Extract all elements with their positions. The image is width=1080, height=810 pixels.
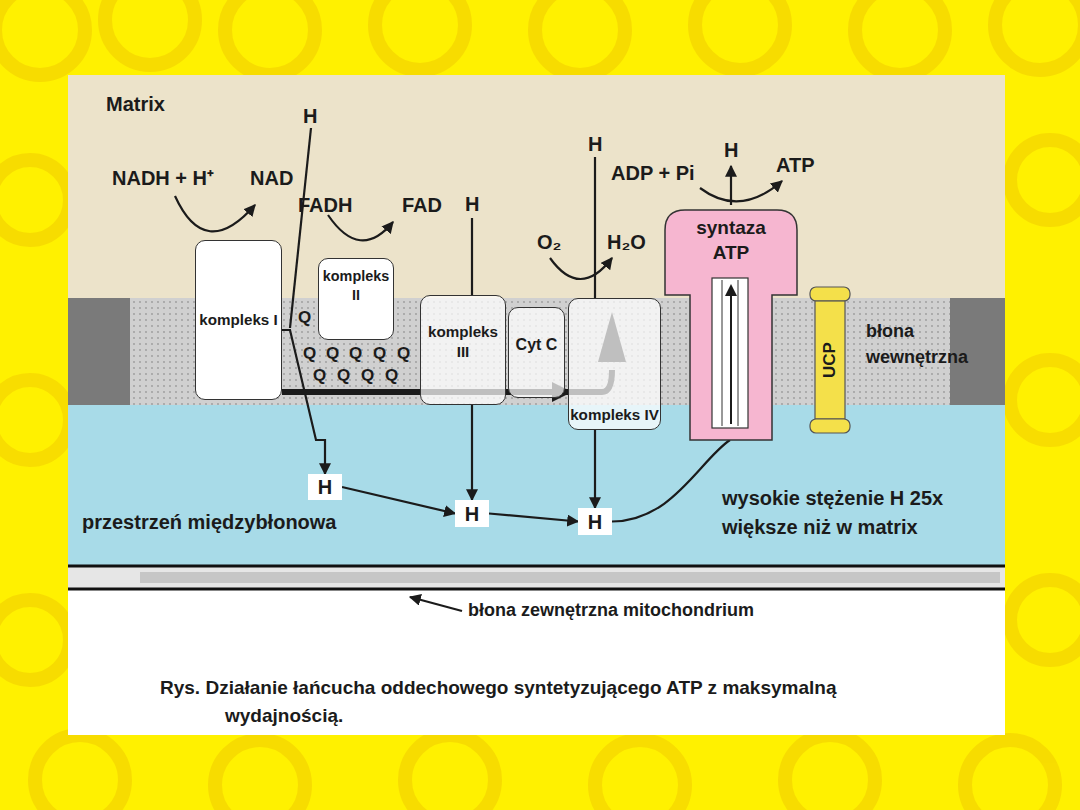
region-label: FADH xyxy=(298,193,352,217)
region-label: Matrix xyxy=(106,92,165,116)
proton-label: H xyxy=(588,509,602,535)
figure-caption: Rys. Działanie łańcucha oddechowego synt… xyxy=(160,674,960,729)
region-label: FAD xyxy=(402,193,442,217)
proton-flow-arrow xyxy=(594,430,596,508)
panel xyxy=(68,75,1005,735)
ucp-channel: UCP xyxy=(808,285,852,435)
node-label: kompleks II xyxy=(319,267,393,304)
region-label: H xyxy=(724,138,738,162)
proton-flow-arrow xyxy=(471,405,473,500)
proton-paths xyxy=(290,128,731,611)
quinone-label: Q xyxy=(349,344,362,364)
proton-flow-arrow xyxy=(342,487,455,514)
quinone-label: Q xyxy=(313,366,326,386)
cytochrome-box: Cyt C xyxy=(508,307,565,398)
quinone-label: Q xyxy=(373,344,386,364)
region-label: przestrzeń międzybłonowa xyxy=(82,510,337,534)
proton-box: H xyxy=(455,500,489,527)
region-label: H₂O xyxy=(607,230,646,254)
membrane-end xyxy=(68,298,130,405)
region-label: ADP + Pi xyxy=(611,161,695,185)
quinone-label: Q xyxy=(361,366,374,386)
node-label: UCP xyxy=(819,342,841,378)
proton-box: H xyxy=(308,474,342,500)
proton-label: H xyxy=(465,501,479,527)
region-label: wysokie stężenie H 25x większe niż w mat… xyxy=(722,484,1002,542)
region-label: NAD xyxy=(250,166,293,190)
outer-membrane-core xyxy=(140,572,1000,583)
complex-box: kompleks III xyxy=(420,295,506,405)
quinone-label: Q xyxy=(397,344,410,364)
proton-label: H xyxy=(318,474,332,500)
complex-box: kompleks I xyxy=(195,240,282,400)
node-label: kompleks I xyxy=(199,310,278,330)
region-label: ATP xyxy=(776,153,815,177)
complex-box: kompleks IV xyxy=(568,298,661,430)
quinone-label: Q xyxy=(385,366,398,386)
region-label: H xyxy=(303,104,317,128)
quinone-label: Q xyxy=(326,344,339,364)
region-label: H xyxy=(465,192,479,216)
region-label: H xyxy=(588,132,602,156)
region-label: NADH + H⁺ xyxy=(112,166,214,190)
quinone-label: Q xyxy=(337,366,350,386)
proton-box: H xyxy=(578,508,612,535)
node-label: Cyt C xyxy=(516,335,558,356)
quinone-label: Q xyxy=(298,308,311,328)
region-label: błona zewnętrzna mitochondrium xyxy=(468,600,754,622)
intermembrane-space xyxy=(68,405,1005,565)
outer-membrane xyxy=(68,565,1005,590)
proton-flow-arrow xyxy=(282,330,325,474)
proton-flow-arrow xyxy=(489,514,578,522)
atp-synthase: syntaza ATP xyxy=(665,210,797,440)
proton-flow-arrow xyxy=(612,440,730,522)
node-label: kompleks III xyxy=(421,322,505,362)
region-label: błona wewnętrzna xyxy=(866,318,996,370)
node-label: kompleks IV xyxy=(570,405,659,425)
quinone-label: Q xyxy=(303,344,316,364)
complex-box: kompleks II xyxy=(318,258,394,340)
region-label: O₂ xyxy=(537,230,561,254)
node-label: syntaza ATP xyxy=(679,216,783,265)
